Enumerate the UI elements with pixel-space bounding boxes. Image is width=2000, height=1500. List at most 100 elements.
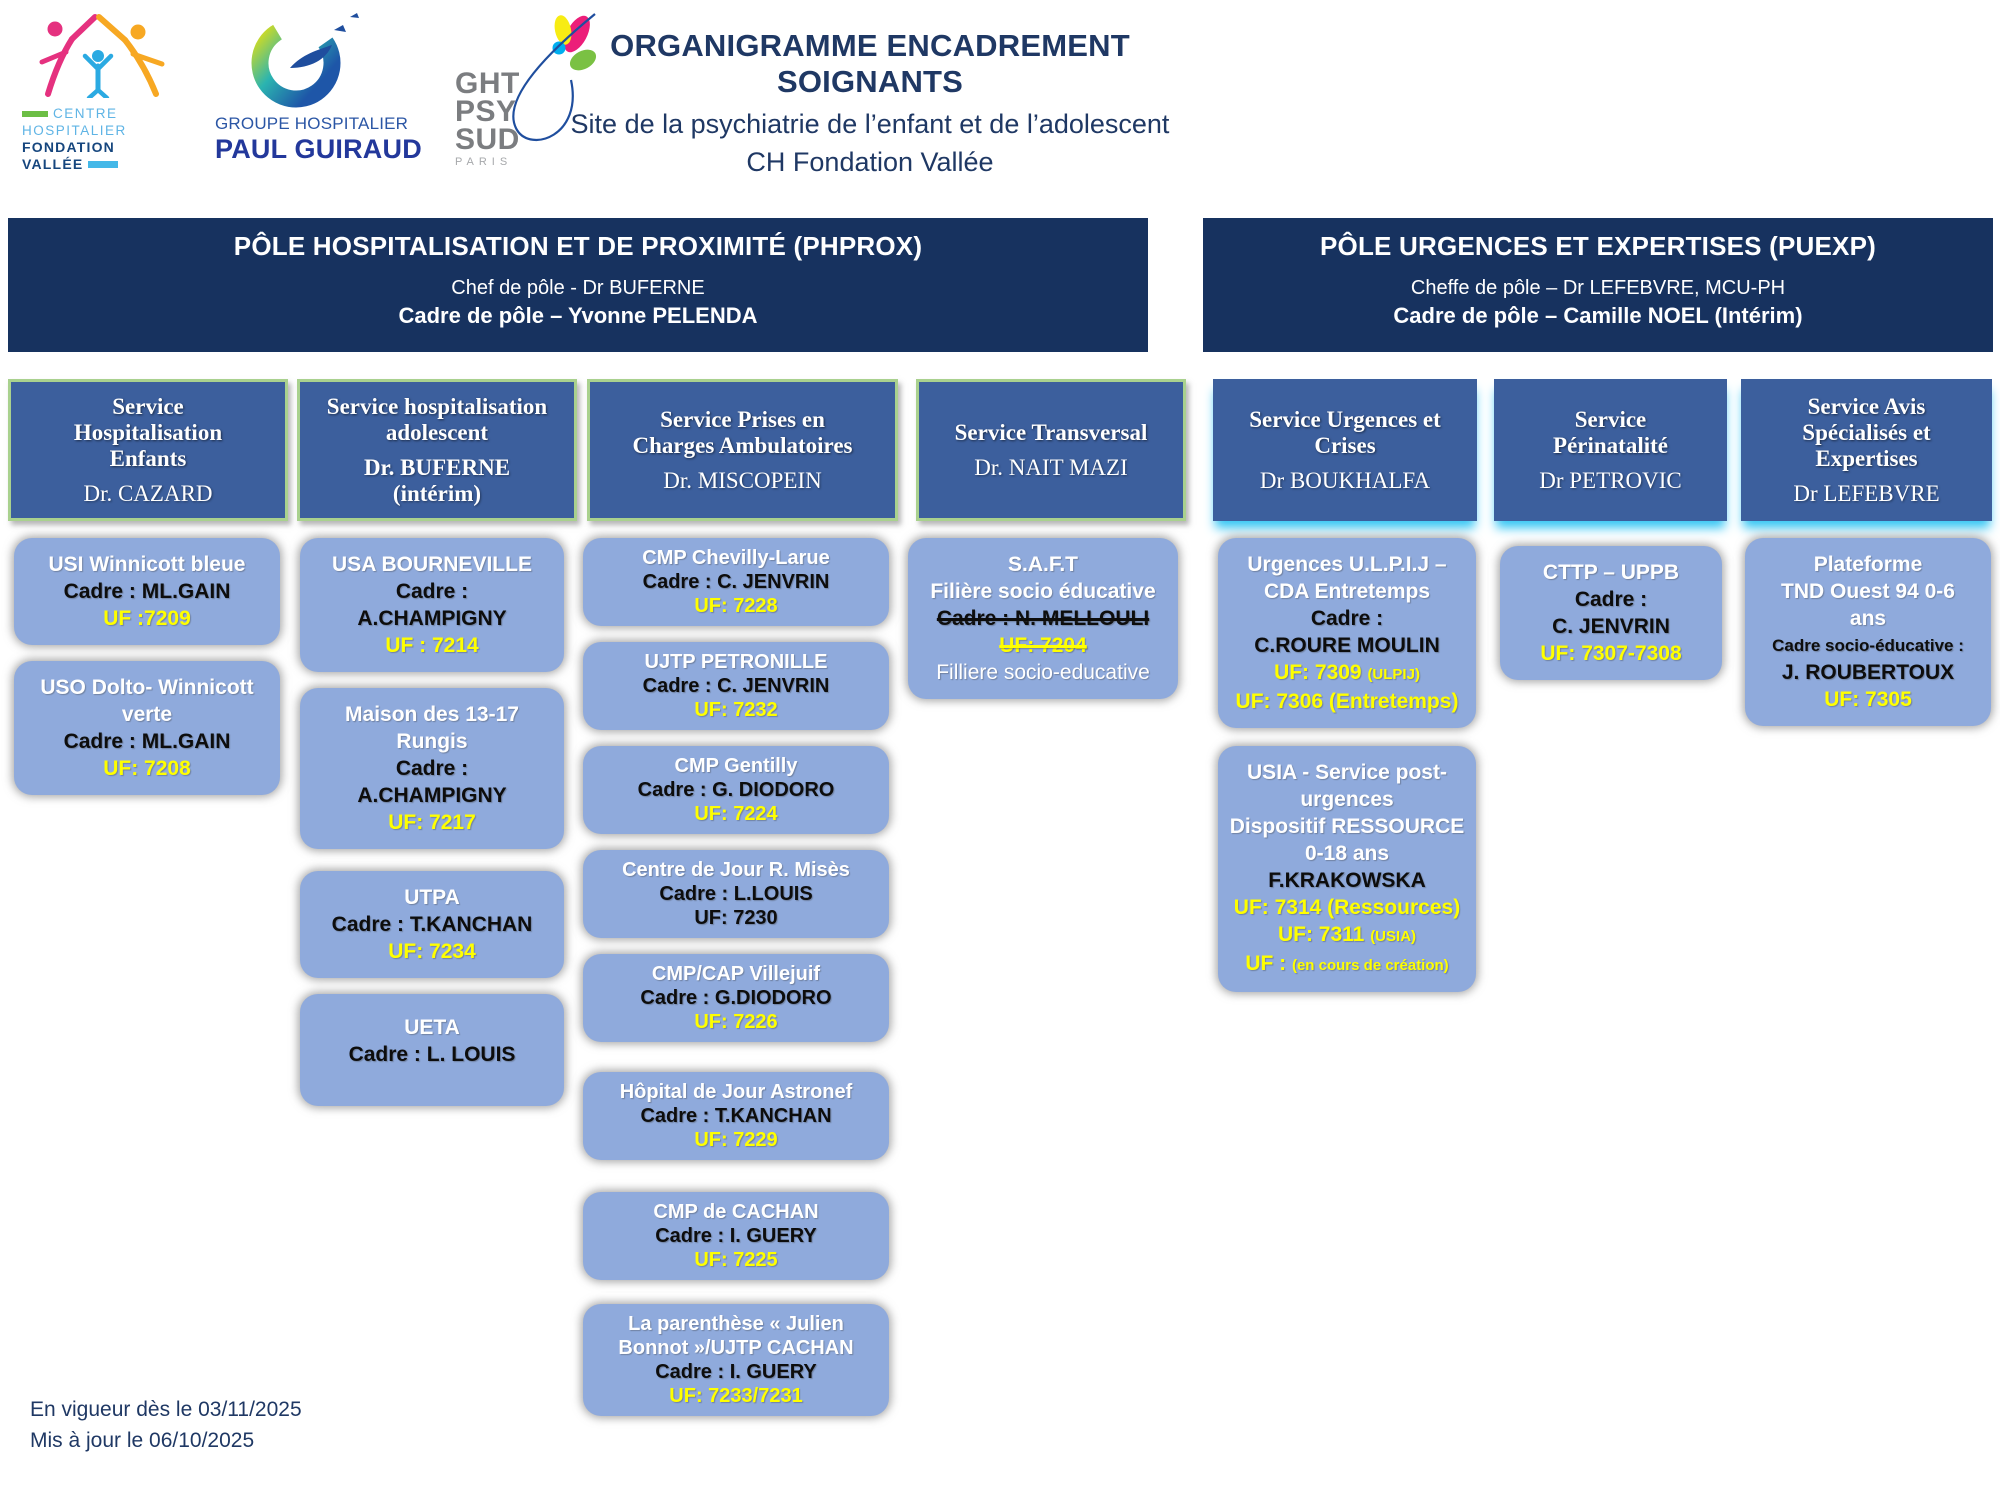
card-line: UF: 7208 xyxy=(103,757,191,780)
service-title-line: Enfants xyxy=(109,445,187,471)
card-line: UF: 7224 xyxy=(694,803,778,825)
card-line-suffix: (USIA) xyxy=(1370,928,1417,945)
service-doctor-line: Dr. NAIT MAZI xyxy=(974,454,1128,480)
card-line: verte xyxy=(121,703,173,726)
card-line: A.CHAMPIGNY xyxy=(357,784,507,807)
card-line: J. ROUBERTOUX xyxy=(1781,661,1955,684)
cyan-dash-icon xyxy=(88,161,119,168)
card-line: Urgences U.L.P.I.J – xyxy=(1247,553,1447,576)
card-line: CMP Chevilly-Larue xyxy=(642,547,830,569)
card-line: 0-18 ans xyxy=(1304,842,1390,865)
pole-header-phprox: PÔLE HOSPITALISATION ET DE PROXIMITÉ (PH… xyxy=(8,218,1148,352)
card-line: C.ROURE MOULIN xyxy=(1254,634,1440,657)
page-subtitle-site: CH Fondation Vallée xyxy=(746,147,994,177)
card-line: CMP Gentilly xyxy=(674,755,798,777)
service-title-line: Service Urgences et xyxy=(1249,406,1441,432)
title-block: ORGANIGRAMME ENCADREMENT SOIGNANTS Site … xyxy=(560,28,1180,178)
card-line: Filliere socio-educative xyxy=(936,661,1150,684)
card-line: UF: 7234 xyxy=(388,940,476,963)
pole-title: PÔLE HOSPITALISATION ET DE PROXIMITÉ (PH… xyxy=(233,231,923,261)
card-line: Hôpital de Jour Astronef xyxy=(619,1081,853,1103)
footer: En vigueur dès le 03/11/2025 Mis à jour … xyxy=(30,1394,302,1456)
pole-chief: Cheffe de pôle – Dr LEFEBVRE, MCU-PH xyxy=(1410,277,1786,299)
card-line: CMP de CACHAN xyxy=(653,1201,819,1223)
card-line: Cadre : I. GUERY xyxy=(655,1361,817,1383)
card-line: Cadre : G.DIODORO xyxy=(640,987,832,1009)
green-dash-icon xyxy=(22,110,48,117)
card-line: Cadre : N. MELLOULI xyxy=(936,607,1150,630)
card-line: UF: 7230 xyxy=(694,907,778,929)
service-title-line: Périnatalité xyxy=(1553,432,1668,458)
card-line: Cadre : C. JENVRIN xyxy=(642,675,830,697)
service-doctor-line: Dr BOUKHALFA xyxy=(1259,467,1431,493)
card-line: Cadre : xyxy=(395,757,469,780)
card-line: F.KRAKOWSKA xyxy=(1268,869,1426,892)
service-title-line: Spécialisés et xyxy=(1802,419,1931,445)
logo-paul-guiraud: GROUPE HOSPITALIER PAUL GUIRAUD xyxy=(215,8,422,165)
card-line: CDA Entretemps xyxy=(1263,580,1431,603)
service-doctor-line: Dr. BUFERNE xyxy=(363,454,511,480)
logo-fv-line: FONDATION xyxy=(22,139,115,155)
ght-kite-icon xyxy=(512,13,597,141)
card-line: Cadre : T.KANCHAN xyxy=(331,913,533,936)
card-line: USO Dolto- Winnicott xyxy=(40,676,254,699)
card-line: C. JENVRIN xyxy=(1552,615,1670,638)
card-line: La parenthèse « Julien xyxy=(628,1313,844,1335)
pole-title: PÔLE URGENCES ET EXPERTISES (PUEXP) xyxy=(1320,231,1876,261)
card-line: UF: 7306 (Entretemps) xyxy=(1235,690,1459,713)
card-line: TND Ouest 94 0-6 xyxy=(1781,580,1955,603)
service-title-line: Service Prises en xyxy=(660,406,825,432)
pole-header-puexp: PÔLE URGENCES ET EXPERTISES (PUEXP) Chef… xyxy=(1203,218,1993,352)
card-line-suffix: (en cours de création) xyxy=(1291,957,1449,974)
card-line: UF: 7228 xyxy=(694,595,778,617)
logo-ght-line: SUD xyxy=(455,123,520,156)
logo-ght-line: PSY xyxy=(455,95,517,128)
footer-effective-date: En vigueur dès le 03/11/2025 xyxy=(30,1398,302,1421)
card-line: UF :7209 xyxy=(103,607,191,630)
card-line: UF: 7305 xyxy=(1824,688,1912,711)
service-doctor: Dr BOUKHALFA xyxy=(1260,468,1430,494)
card-line-suffix: (ULPIJ) xyxy=(1367,666,1420,683)
service-title: Service Transversal xyxy=(955,420,1148,446)
card-line: Cadre : C. JENVRIN xyxy=(642,571,830,593)
page-subtitle: Site de la psychiatrie de l’enfant et de… xyxy=(570,109,1170,139)
card-line: UF: 7307-7308 xyxy=(1540,642,1682,665)
card-line: USI Winnicott bleue xyxy=(48,553,246,576)
service-doctor-line: Dr LEFEBVRE xyxy=(1793,480,1940,506)
footer-updated-date: Mis à jour le 06/10/2025 xyxy=(30,1429,255,1452)
logo-fv-line: CENTRE xyxy=(53,106,118,121)
card-line: UF: 7204 xyxy=(999,634,1087,657)
service-doctor: Dr. NAIT MAZI xyxy=(974,455,1128,481)
card-line: UJTP PETRONILLE xyxy=(644,651,828,673)
logo-pg-line: PAUL GUIRAUD xyxy=(215,134,422,164)
service-title-line: Service xyxy=(112,393,184,419)
